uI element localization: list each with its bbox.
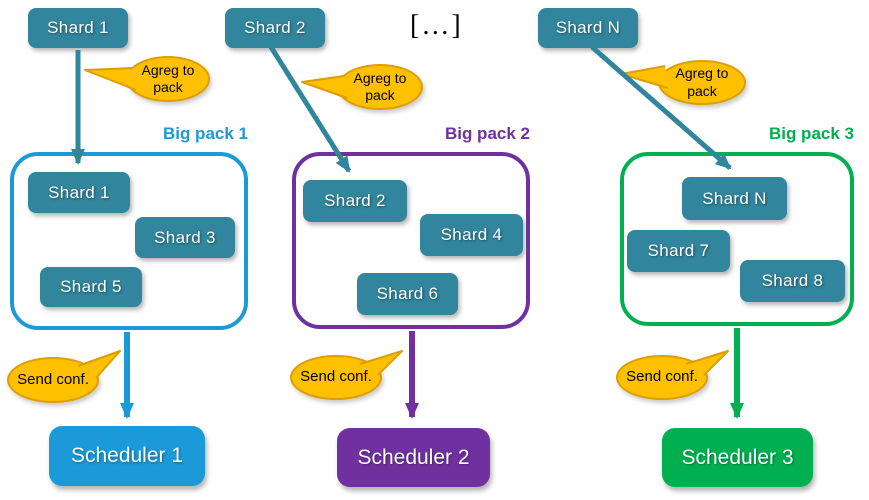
pack1-shard-1: Shard 1 <box>28 172 130 213</box>
top-shard-2: Shard 2 <box>225 8 325 48</box>
callout-send-1: Send conf. <box>7 357 99 403</box>
callout-agreg-1: Agreg to pack <box>126 56 210 102</box>
big-pack-2-title: Big pack 2 <box>444 124 530 143</box>
big-pack-1-title: Big pack 1 <box>162 124 248 143</box>
big-pack-2-container <box>292 152 530 329</box>
top-shard-1: Shard 1 <box>28 8 128 48</box>
callout-send-2: Send conf. <box>290 355 382 400</box>
pack3-shard-7: Shard 7 <box>627 230 730 272</box>
scheduler-3-box: Scheduler 3 <box>662 428 813 487</box>
ellipsis-label: […] <box>410 10 463 41</box>
callout-agreg-3: Agreg to pack <box>658 60 746 105</box>
pack2-shard-2: Shard 2 <box>303 180 407 222</box>
pack1-shard-3: Shard 3 <box>135 217 235 258</box>
pack2-shard-4: Shard 4 <box>420 214 523 256</box>
big-pack-1-container <box>10 152 248 330</box>
callout-send-3: Send conf. <box>616 355 708 400</box>
pack1-shard-5: Shard 5 <box>40 267 142 307</box>
callout-agreg-2: Agreg to pack <box>337 64 423 110</box>
pack2-shard-6: Shard 6 <box>357 273 458 315</box>
pack3-shard-n: Shard N <box>682 177 787 220</box>
big-pack-3-container <box>620 152 854 326</box>
scheduler-2-box: Scheduler 2 <box>337 428 490 487</box>
big-pack-3-title: Big pack 3 <box>768 124 854 143</box>
pack3-shard-8: Shard 8 <box>740 260 845 302</box>
scheduler-1-box: Scheduler 1 <box>49 426 205 486</box>
top-shard-n: Shard N <box>538 8 638 48</box>
